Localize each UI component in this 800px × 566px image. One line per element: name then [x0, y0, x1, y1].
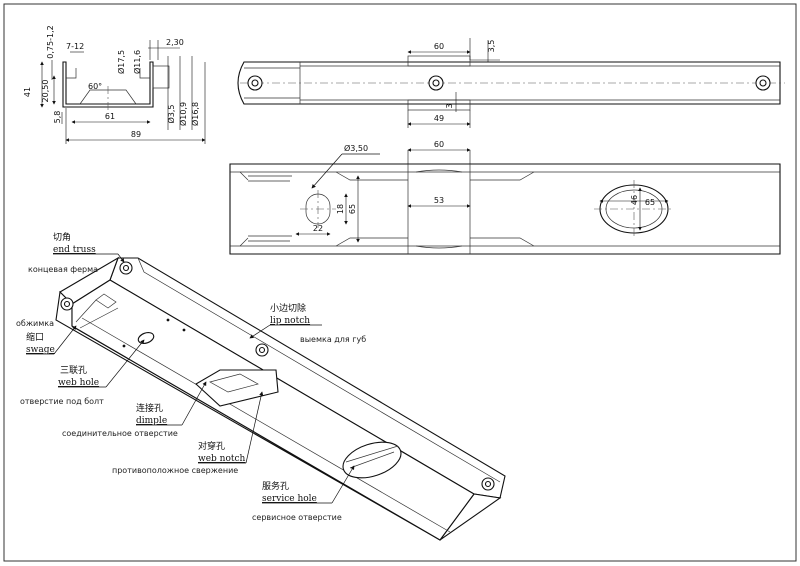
end-truss-cn: 切角 — [53, 231, 71, 243]
dim-top-3: 3 — [445, 103, 454, 108]
dim-flat-60: 60 — [434, 140, 444, 149]
end-truss-en: end truss — [53, 245, 96, 255]
dim-flange: 7-12 — [66, 42, 84, 51]
dim-5-8: 5,8 — [53, 111, 62, 124]
isometric-view — [55, 256, 506, 541]
callout-swage: обжимка 缩口 swage — [16, 319, 77, 355]
callout-lip-notch: 小边切除 lip notch выемка для губ — [249, 302, 366, 344]
dim-flat-dia-3-50: Ø3,50 — [344, 143, 368, 153]
end-truss-ru: концевая ферма — [28, 265, 98, 274]
lip-notch-ru: выемка для губ — [300, 335, 366, 344]
dim-flat-53: 53 — [434, 196, 444, 205]
top-view: 60 3,5 3 49 — [237, 38, 785, 128]
callout-web-notch: 对穿孔 web notch противоположное свержение — [112, 391, 264, 475]
callout-service-hole: 服务孔 service hole сервисное отверстие — [252, 465, 355, 522]
dim-dia-11-6: Ø11,6 — [132, 50, 142, 74]
callout-dimple: 连接孔 dimple соединительное отверстие — [62, 381, 207, 438]
swage-en: swage — [26, 345, 55, 355]
dim-61: 61 — [105, 112, 115, 121]
web-notch-cn: 对穿孔 — [198, 440, 225, 452]
swage-ru: обжимка — [16, 319, 54, 328]
dim-thickness: 0,75-1,2 — [46, 25, 55, 58]
swage-cn: 缩口 — [26, 331, 44, 343]
dim-dia-17-5: Ø17,5 — [116, 50, 126, 74]
dim-height-41: 41 — [23, 87, 32, 97]
web-hole-cn: 三联孔 — [60, 365, 87, 376]
dim-20-50: 20,50 — [41, 80, 50, 103]
web-hole-en: web hole — [58, 378, 99, 388]
dim-dia-10-9: Ø10,9 — [178, 102, 188, 126]
lip-notch-en: lip notch — [270, 316, 310, 326]
callout-end-truss: 切角 end truss концевая ферма — [28, 231, 125, 274]
web-notch-ru: противоположное свержение — [112, 466, 238, 475]
web-notch-en: web notch — [198, 454, 246, 464]
dim-top-49: 49 — [434, 114, 444, 123]
lip-notch-cn: 小边切除 — [270, 302, 306, 314]
callout-web-hole: 三联孔 web hole отверстие под болт — [20, 339, 145, 406]
service-hole-cn: 服务孔 — [262, 480, 289, 492]
dimple-ru: соединительное отверстие — [62, 429, 178, 438]
dim-angle: 60° — [88, 82, 102, 91]
dimple-cn: 连接孔 — [136, 402, 163, 414]
dim-2-30: 2,30 — [166, 38, 184, 47]
drawing-border — [3, 3, 797, 562]
dim-89: 89 — [131, 130, 141, 139]
dim-flat-65: 65 — [348, 204, 357, 214]
dim-flat-46: 46 — [630, 195, 639, 205]
dim-dia-16-8: Ø16,8 — [190, 102, 200, 126]
dim-top-60: 60 — [434, 42, 444, 51]
dim-dia-3-5: Ø3,5 — [166, 104, 176, 123]
dim-flat-22: 22 — [313, 224, 323, 233]
dim-flat-65-oval: 65 — [645, 198, 655, 207]
dimple-en: dimple — [136, 416, 167, 426]
flat-view: Ø3,50 60 18 65 22 53 46 65 — [229, 140, 781, 255]
service-hole-en: service hole — [262, 494, 317, 504]
side-section-view: 41 0,75-1,2 7-12 Ø17,5 Ø11,6 2,30 20,50 … — [23, 25, 206, 144]
service-hole-ru: сервисное отверстие — [252, 513, 342, 522]
dim-top-3-5: 3,5 — [487, 40, 496, 53]
web-hole-ru: отверстие под болт — [20, 397, 104, 406]
dim-flat-18: 18 — [336, 204, 345, 214]
